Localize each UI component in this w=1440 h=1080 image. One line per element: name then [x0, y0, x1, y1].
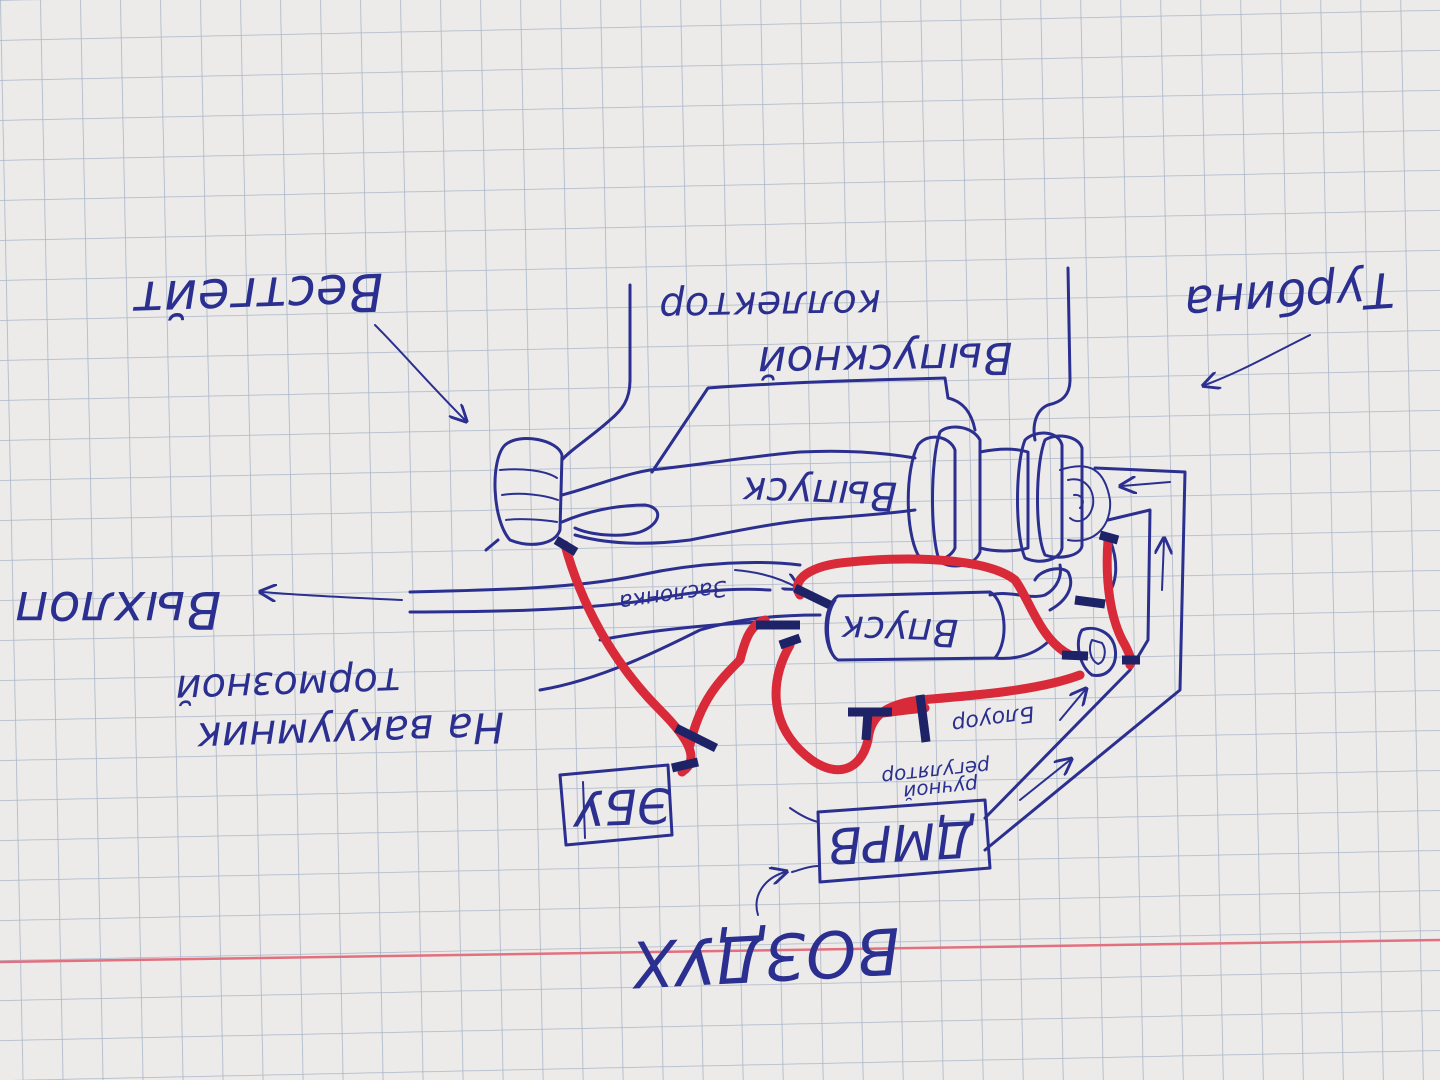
turbine-arrow [1205, 334, 1311, 385]
label-exhaust: Выпуск [741, 467, 898, 518]
maf-box-shape [789, 798, 992, 884]
throttle-arrow [734, 569, 798, 588]
exit-arrow [262, 592, 403, 600]
wastegate-shape [484, 436, 564, 552]
blower-arrow [1059, 690, 1085, 721]
label-wastegate: Вестгейт [131, 261, 385, 330]
exhaust-pipe-shape [408, 560, 822, 692]
label-ecu: ЭБУ [571, 776, 672, 835]
margin-line [0, 938, 1440, 964]
hose-fittings [553, 530, 1140, 773]
label-maf: ДМРВ [826, 809, 977, 875]
label-exit: Выхлоп [15, 579, 222, 639]
hose-loop-intake [685, 615, 770, 750]
wastegate-arrow [374, 324, 465, 420]
ecu-box-shape [558, 763, 674, 847]
label-vacuum-line2: тормозной [175, 658, 402, 712]
charge-flow-arrow [1019, 760, 1070, 801]
label-intake: Впуск [840, 607, 959, 655]
hose-main-ring [793, 554, 1075, 660]
intake-tube-shape [824, 563, 1118, 677]
compressor-flow-arrow [1162, 540, 1164, 591]
label-exhaust-manifold-line2: коллектор [659, 280, 881, 330]
label-exhaust-manifold-line1: Выпускной [757, 332, 1013, 387]
label-vacuum-line1: На вакуумник [195, 703, 505, 763]
air-arrow [755, 872, 785, 916]
compressor-inlet-arrow [1122, 482, 1171, 486]
exhaust-manifold-shape [560, 266, 1072, 545]
hose-wastegate-to-ecu [560, 540, 696, 777]
label-air: ВОЗДУХ [629, 912, 902, 1000]
engine-drawing [262, 266, 1311, 916]
